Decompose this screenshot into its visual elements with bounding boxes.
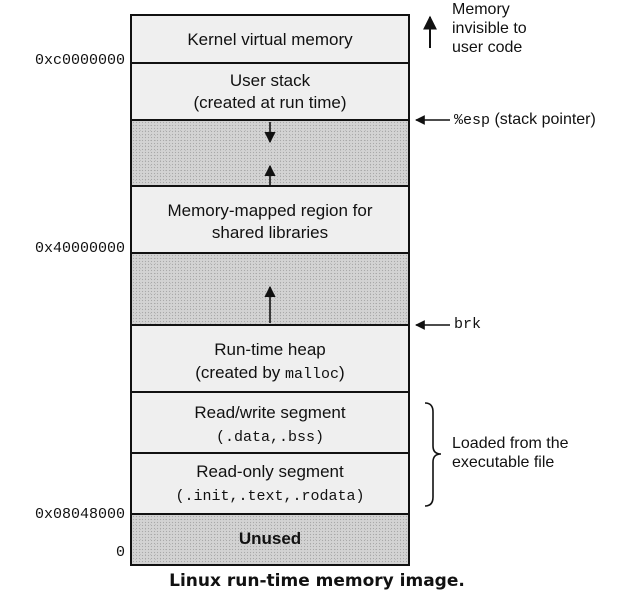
rw-sublabel: (.data,.bss) (215, 429, 325, 446)
heap-sublabel-prefix: (created by (195, 363, 286, 382)
run-time-heap-segment: Run-time heap (created by malloc) (132, 326, 408, 393)
read-write-segment: Read/write segment (.data,.bss) (132, 393, 408, 454)
mmap-label: Memory-mapped region for (167, 201, 373, 220)
heap-sublabel-suffix: ) (339, 363, 345, 382)
user-stack-label: User stack (229, 71, 311, 90)
ro-label: Read-only segment (196, 462, 344, 481)
invisible-note-line1: Memory (452, 1, 510, 18)
kernel-virtual-memory-segment: Kernel virtual memory (132, 16, 408, 64)
address-shared-lib-base: 0x40000000 (34, 240, 125, 257)
rw-label: Read/write segment (194, 403, 346, 422)
unused-label: Unused (238, 529, 302, 548)
esp-description: (stack pointer) (494, 111, 596, 128)
figure-caption: Linux run-time memory image. (169, 571, 465, 591)
unused-segment: Unused (132, 515, 408, 564)
loaded-note: Loaded from the executable file (452, 434, 569, 472)
address-program-base: 0x08048000 (34, 506, 125, 523)
malloc-code: malloc (285, 366, 340, 383)
user-stack-sublabel: (created at run time) (193, 93, 347, 112)
heap-sublabel: (created by malloc) (132, 362, 408, 386)
ro-sublabel: (.init,.text,.rodata) (175, 488, 365, 505)
loaded-note-line2: executable file (452, 454, 555, 471)
user-stack-segment: User stack (created at run time) (132, 64, 408, 121)
read-only-segment: Read-only segment (.init,.text,.rodata) (132, 454, 408, 515)
esp-code: %esp (454, 112, 491, 129)
loaded-note-line1: Loaded from the (452, 435, 569, 452)
memory-mapped-segment: Memory-mapped region for shared librarie… (132, 187, 408, 254)
invisible-note-line2: invisible to (452, 20, 527, 37)
mmap-sublabel: shared libraries (211, 223, 329, 242)
esp-note: %esp (stack pointer) (454, 110, 596, 130)
address-zero: 0 (115, 544, 125, 561)
invisible-note-line3: user code (452, 39, 523, 56)
heap-label: Run-time heap (214, 340, 326, 359)
loaded-segments-brace (424, 402, 442, 507)
kernel-label: Kernel virtual memory (187, 30, 353, 49)
brk-label: brk (454, 316, 482, 333)
invisible-note: Memory invisible to user code (452, 0, 527, 57)
address-kernel-base: 0xc0000000 (34, 52, 125, 69)
